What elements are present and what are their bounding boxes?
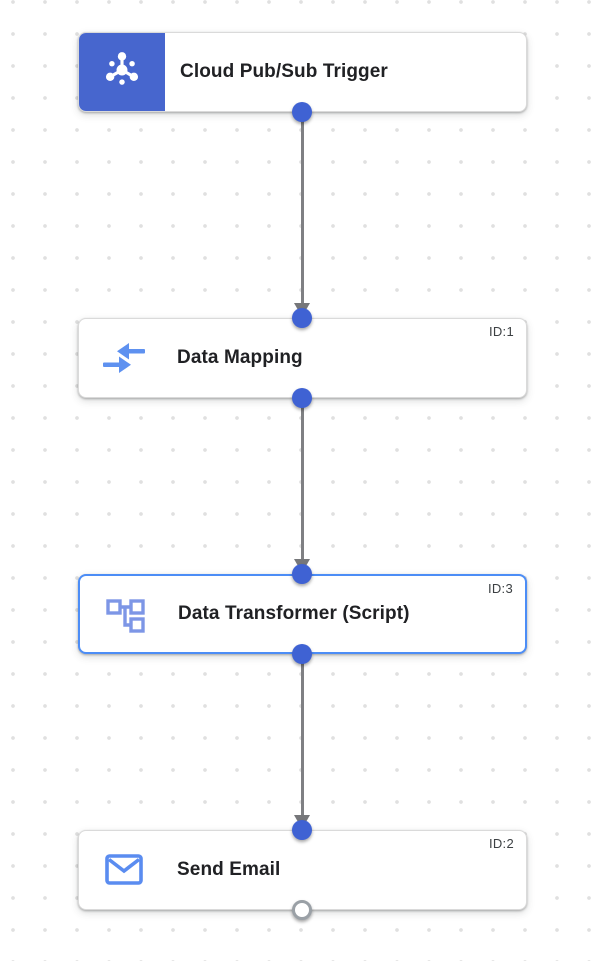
data-transformer-icon — [102, 592, 148, 636]
pubsub-trigger-icon — [101, 49, 143, 96]
input-port-data-mapping[interactable] — [292, 308, 312, 328]
node-send-email[interactable]: ID:2 Send Email — [78, 830, 527, 910]
node-id-badge: ID:3 — [487, 581, 513, 596]
edge-trigger-to-mapping[interactable] — [301, 112, 304, 304]
node-data-mapping[interactable]: ID:1 Data Mapping — [78, 318, 527, 398]
output-port-trigger[interactable] — [292, 102, 312, 122]
data-mapping-icon — [101, 336, 147, 380]
edge-mapping-to-transformer[interactable] — [301, 398, 304, 559]
node-title: Data Mapping — [177, 347, 303, 368]
output-port-data-transformer[interactable] — [292, 644, 312, 664]
input-port-data-transformer[interactable] — [292, 564, 312, 584]
node-cloud-pubsub-trigger[interactable]: Cloud Pub/Sub Trigger — [78, 32, 527, 112]
node-title: Cloud Pub/Sub Trigger — [180, 61, 388, 82]
trigger-icon-block — [79, 33, 165, 111]
node-id-badge: ID:1 — [488, 324, 514, 339]
output-port-send-email-unconnected[interactable] — [292, 900, 312, 920]
node-id-badge: ID:2 — [488, 836, 514, 851]
input-port-send-email[interactable] — [292, 820, 312, 840]
send-email-icon — [101, 848, 147, 892]
edge-transformer-to-email[interactable] — [301, 654, 304, 815]
output-port-data-mapping[interactable] — [292, 388, 312, 408]
node-title: Send Email — [177, 859, 281, 880]
node-data-transformer-script[interactable]: ID:3 Data Transformer (Script) — [78, 574, 527, 654]
node-title: Data Transformer (Script) — [178, 603, 410, 624]
